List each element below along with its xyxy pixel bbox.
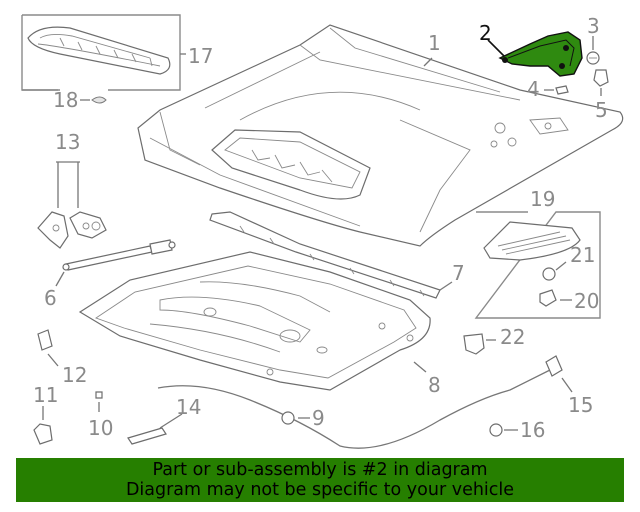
callout-15: 15 <box>568 393 593 417</box>
callout-1: 1 <box>428 31 441 55</box>
callout-3: 3 <box>587 14 600 38</box>
disclaimer-banner: Part or sub-assembly is #2 in diagram Di… <box>16 458 624 502</box>
callout-2: 2 <box>479 21 492 45</box>
footer-line-disclaimer: Diagram may not be specific to your vehi… <box>125 480 515 500</box>
callout-10: 10 <box>88 416 113 440</box>
fastener-16 <box>489 423 503 437</box>
bolt-3 <box>586 51 600 65</box>
callout-14: 14 <box>176 395 201 419</box>
callout-19: 19 <box>530 187 555 211</box>
hood-strut-6 <box>62 239 176 271</box>
washer-4 <box>555 85 569 95</box>
bumper-11 <box>33 423 53 445</box>
hood-parts-diagram: 17 18 1 2 <box>21 14 624 449</box>
scoop-inset <box>21 14 181 104</box>
clip-12 <box>37 329 53 351</box>
callout-9: 9 <box>312 406 325 430</box>
nut-5 <box>593 69 609 87</box>
callout-5: 5 <box>595 98 608 122</box>
footer-line-part: Part or sub-assembly is #2 in diagram <box>152 460 488 480</box>
grommet-22 <box>463 333 485 355</box>
callout-13: 13 <box>55 130 80 154</box>
callout-4: 4 <box>527 77 540 101</box>
insulator-8 <box>78 251 431 391</box>
callout-8: 8 <box>428 373 441 397</box>
pin-10 <box>95 391 103 399</box>
callout-6: 6 <box>44 286 57 310</box>
hinge-13 <box>37 211 107 249</box>
callout-11: 11 <box>33 383 58 407</box>
callout-7: 7 <box>452 261 465 285</box>
callout-17: 17 <box>188 44 213 68</box>
release-cable-14 <box>127 369 551 449</box>
scoop-trim-inset <box>474 211 601 319</box>
callout-21: 21 <box>570 243 595 267</box>
latch-15 <box>545 355 563 377</box>
callout-16: 16 <box>520 418 545 442</box>
clip-9 <box>281 411 295 425</box>
hinge-highlighted <box>498 31 583 77</box>
hood <box>137 24 624 247</box>
weatherstrip-7 <box>209 211 441 299</box>
callout-18: 18 <box>53 88 78 112</box>
callout-20: 20 <box>574 289 599 313</box>
callout-12: 12 <box>62 363 87 387</box>
callout-22: 22 <box>500 325 525 349</box>
